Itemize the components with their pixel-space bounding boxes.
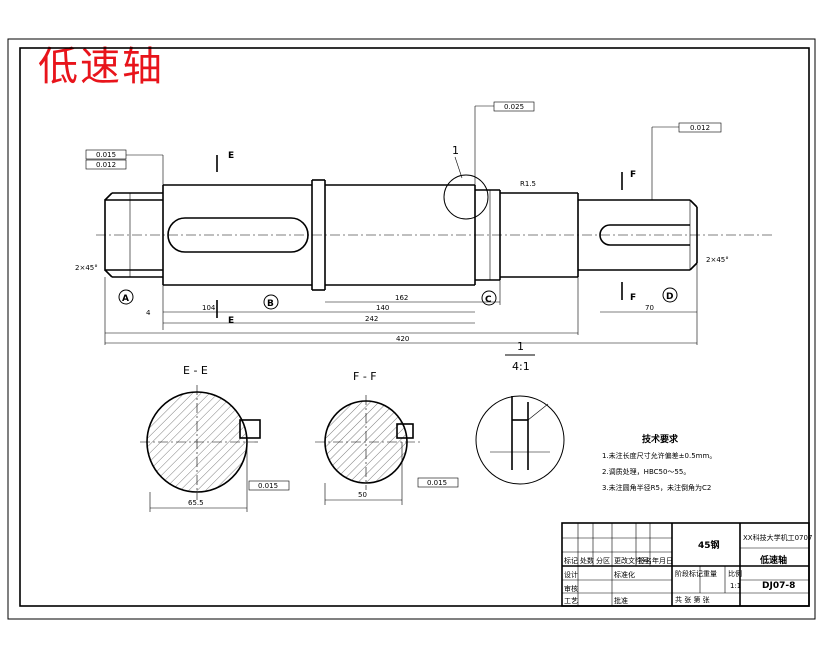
detail-reference-circle [443, 174, 489, 220]
cut-e-top: E [228, 151, 234, 161]
chamfer-right: 2×45° [706, 256, 729, 264]
drawing-title: 低速轴 [38, 44, 164, 90]
tb-row-label-mark: 标记 [564, 556, 578, 565]
svg-text:C: C [485, 295, 492, 305]
tb-stage-mark: 阶段标记 [675, 569, 703, 578]
tech-note-2: 2.调质处理，HBC50～55。 [602, 467, 690, 476]
tolerance-frame-3: 0.025 [474, 101, 535, 185]
drawing-number: DJ07-8 [762, 581, 795, 591]
tolerance-frame-6: 0.015 [417, 477, 459, 488]
section-e-view [140, 385, 261, 512]
part-name: 低速轴 [759, 554, 787, 566]
cut-f-top: F [630, 170, 636, 180]
svg-text:B: B [267, 299, 274, 309]
tb-standardize: 标准化 [614, 570, 635, 579]
section-f-label: F - F [353, 370, 377, 383]
datum-b: B [263, 294, 279, 310]
title-block [561, 522, 810, 607]
material: 45钢 [698, 539, 720, 551]
dim-242: 242 [365, 315, 378, 323]
datum-c: C [481, 290, 497, 306]
fillet-dim: R1.5 [520, 180, 536, 188]
tb-designer: 设计 [564, 570, 578, 579]
tolerance-frame-4: 0.012 [651, 122, 722, 200]
tb-row-label-change: 更改文件号 [614, 556, 649, 565]
tb-review: 审核 [564, 584, 578, 593]
section-f-view [315, 395, 420, 505]
tech-notes-heading: 技术要求 [642, 433, 679, 445]
chamfer-left: 2×45° [75, 264, 98, 272]
dim-162: 162 [395, 294, 408, 302]
dim-420: 420 [396, 335, 409, 343]
tech-note-1: 1.未注长度尺寸允许偏差±0.5mm。 [602, 451, 716, 460]
datum-a: A [118, 289, 134, 305]
tb-weight: 重量 [703, 570, 717, 578]
tb-craft: 工艺 [564, 597, 578, 605]
tolerance-frame-2: 0.012 [85, 159, 127, 170]
tb-scale-label: 比例 [728, 569, 742, 578]
datum-d: D [662, 287, 678, 303]
school-name: XX科技大学机工0707 [743, 533, 812, 542]
detail-ref-label: 1 [452, 144, 459, 157]
dim-70: 70 [645, 304, 654, 312]
dim-50: 50 [358, 491, 367, 499]
tb-row-label-date: 年月日 [652, 556, 673, 565]
tolerance-frame-5: 0.015 [248, 480, 290, 491]
dim-104: 104 [202, 304, 216, 312]
svg-text:0.015: 0.015 [258, 482, 278, 490]
shaft-main-view [104, 179, 698, 291]
svg-text:0.015: 0.015 [427, 479, 447, 487]
dim-65-5: 65.5 [188, 499, 204, 507]
tb-row-label-count: 处数 [580, 556, 594, 565]
tech-note-3: 3.未注圆角半径R5，未注倒角为C2 [602, 483, 711, 492]
svg-text:A: A [122, 294, 129, 304]
svg-text:0.012: 0.012 [690, 124, 710, 132]
svg-text:0.025: 0.025 [504, 103, 524, 111]
tb-approve: 批准 [614, 596, 628, 605]
svg-text:D: D [666, 292, 673, 302]
dim-140: 140 [376, 304, 389, 312]
cut-e-bottom: E [228, 316, 234, 326]
scale-value: 1:1 [730, 582, 741, 590]
cut-f-bottom: F [630, 293, 636, 303]
tb-row-label-zone: 分区 [596, 556, 610, 565]
section-e-label: E - E [183, 364, 208, 377]
cut-markers [216, 155, 623, 318]
outer-frame [7, 38, 816, 620]
tolerance-frame-1: 0.015 [85, 149, 164, 185]
svg-text:0.012: 0.012 [96, 161, 116, 169]
tb-sheets: 共 张 第 张 [675, 595, 710, 604]
svg-text:0.015: 0.015 [96, 151, 116, 159]
dim-4: 4 [146, 309, 151, 317]
detail-view [475, 395, 565, 485]
detail-number: 1 [517, 340, 524, 353]
dimension-lines [104, 263, 698, 345]
tb-row-label-sign: 签名 [638, 556, 652, 565]
detail-scale: 4:1 [512, 360, 530, 373]
inner-frame [19, 47, 810, 607]
